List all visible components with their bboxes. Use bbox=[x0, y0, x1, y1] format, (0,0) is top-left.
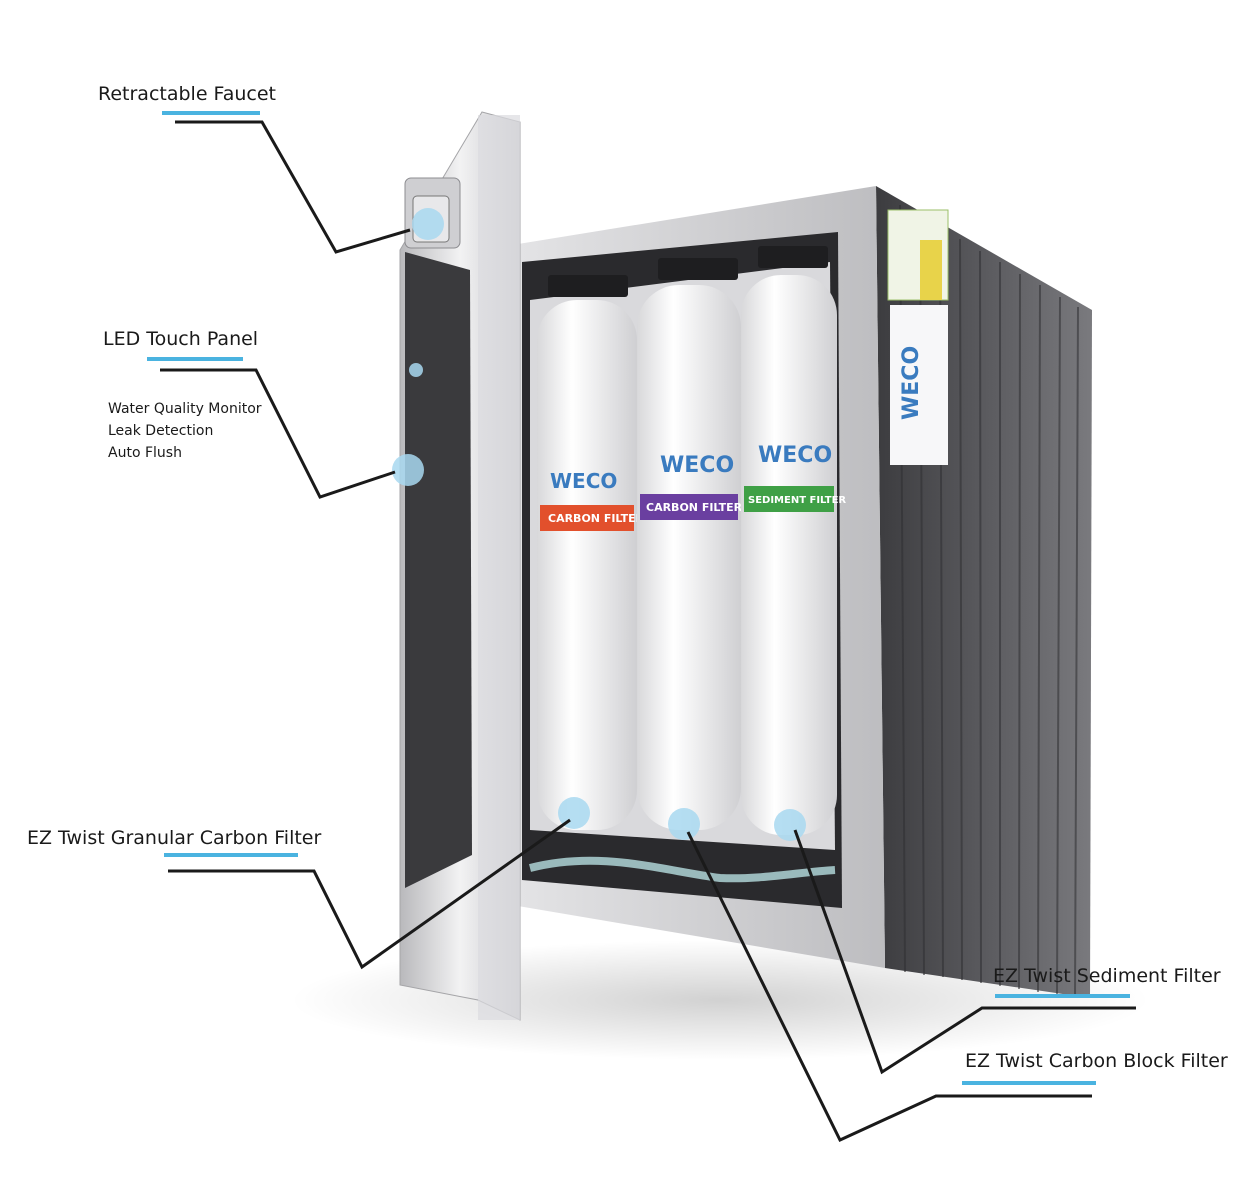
hotspot-carbon-block bbox=[668, 808, 700, 840]
brand-sticker-logo: WECO bbox=[899, 346, 924, 420]
door-edge bbox=[478, 115, 520, 1020]
hotspot-sediment bbox=[774, 809, 806, 841]
svg-text:WECO: WECO bbox=[758, 443, 832, 468]
brand-sticker bbox=[890, 305, 948, 465]
leader-carbon-block bbox=[686, 831, 1092, 1142]
label-carbon-block-filter: EZ Twist Carbon Block Filter bbox=[965, 1050, 1228, 1072]
hotspot-led-panel bbox=[392, 454, 424, 486]
svg-text:WECO: WECO bbox=[660, 453, 734, 478]
label-sediment-filter: EZ Twist Sediment Filter bbox=[993, 965, 1221, 987]
svg-text:CARBON FILTER: CARBON FILTER bbox=[646, 501, 743, 514]
hotspot-faucet bbox=[412, 208, 444, 240]
leader-granular bbox=[168, 818, 571, 970]
label-retractable-faucet: Retractable Faucet bbox=[98, 83, 277, 105]
leader-led bbox=[160, 368, 396, 499]
label-led-feature-3: Auto Flush bbox=[108, 445, 182, 461]
label-underlines bbox=[147, 111, 1130, 1085]
hotspot-led-small bbox=[409, 363, 423, 377]
filter-cartridge-3: SEDIMENT FILTER WECO bbox=[741, 275, 846, 835]
leader-lines bbox=[160, 120, 1136, 1142]
leader-sediment bbox=[793, 829, 1136, 1075]
label-granular-carbon-filter: EZ Twist Granular Carbon Filter bbox=[27, 827, 322, 849]
filter-heads bbox=[548, 246, 828, 297]
filter-cartridge-2: CARBON FILTER WECO bbox=[637, 285, 743, 830]
tubing bbox=[529, 856, 836, 883]
leader-faucet bbox=[175, 120, 411, 254]
filter-cartridge-1: CARBON FILTER WECO bbox=[537, 300, 645, 830]
label-led-feature-2: Leak Detection bbox=[108, 423, 214, 439]
label-led-touch-panel: LED Touch Panel bbox=[103, 328, 259, 350]
svg-text:SEDIMENT FILTER: SEDIMENT FILTER bbox=[748, 495, 846, 506]
svg-text:CARBON FILTER: CARBON FILTER bbox=[548, 512, 645, 525]
warning-sticker bbox=[920, 240, 942, 300]
svg-text:WECO: WECO bbox=[550, 469, 617, 493]
label-led-feature-1: Water Quality Monitor bbox=[108, 401, 262, 417]
door-inner-dark bbox=[405, 252, 472, 888]
